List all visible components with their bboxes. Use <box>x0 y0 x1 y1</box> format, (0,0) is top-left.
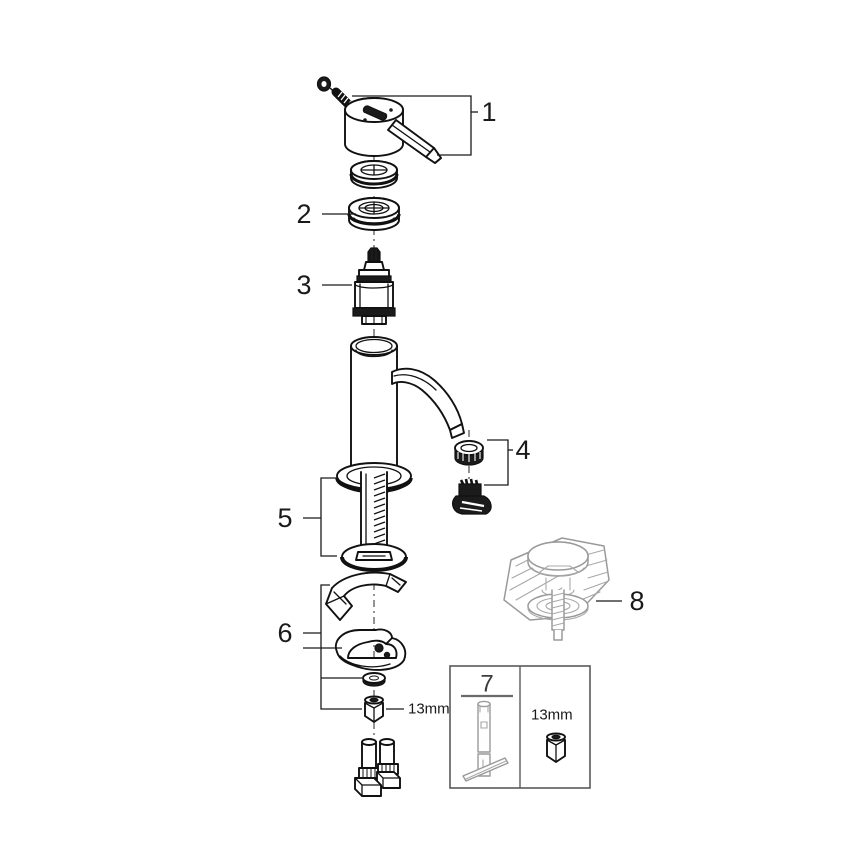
callout-number-2: 2 <box>296 199 311 229</box>
inset-box-number: 7 <box>480 671 493 698</box>
part-handle-assembly <box>316 76 442 164</box>
part-screw-cap <box>316 76 332 92</box>
part-pop-up-waste <box>527 541 589 641</box>
callout-leader-4 <box>484 439 513 486</box>
part-mounting-tool <box>462 700 509 782</box>
callout-number-1: 1 <box>481 97 496 127</box>
callout-leader-1 <box>352 95 478 156</box>
part-cap-ring <box>349 160 399 189</box>
part-handle-lever <box>344 97 442 164</box>
part-rubber-gasket <box>340 543 408 572</box>
callout-number-4: 4 <box>515 435 530 465</box>
callout-bracket-5 <box>303 477 337 557</box>
part-mounting-bracket <box>325 571 407 621</box>
part-threaded-collar <box>347 197 401 231</box>
part-threaded-stud <box>360 471 388 549</box>
callout-number-3: 3 <box>296 270 311 300</box>
callout-number-5: 5 <box>277 503 292 533</box>
inset-tool-box: 7 13mm <box>449 665 591 789</box>
part-supply-hoses <box>354 738 401 797</box>
annotation-13mm-main: 13mm <box>408 701 450 718</box>
callout-number-8: 8 <box>629 586 644 616</box>
part-aerator-key <box>452 478 492 515</box>
part-mounting-plate <box>334 628 407 671</box>
callout-bracket-6 <box>303 584 362 710</box>
callout-number-6: 6 <box>277 618 292 648</box>
part-washer <box>362 672 386 687</box>
part-hex-nut <box>364 695 384 723</box>
part-aerator-mousseur <box>454 440 484 466</box>
part-cartridge <box>352 247 396 325</box>
part-hex-socket <box>546 732 566 763</box>
part-faucet-body <box>350 336 465 469</box>
annotation-13mm-box: 13mm <box>531 707 573 724</box>
